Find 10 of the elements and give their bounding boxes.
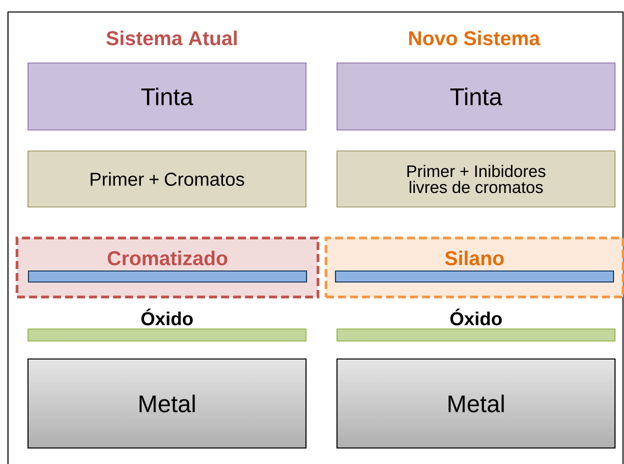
layer-box: Tinta bbox=[28, 62, 306, 130]
metal-box: Metal bbox=[27, 358, 307, 449]
layer-bar bbox=[28, 270, 308, 283]
layer-box: Primer + Inibidores livres de cromatos bbox=[336, 150, 616, 208]
layer-label: Óxido bbox=[141, 308, 193, 326]
metal-box: Metal bbox=[336, 358, 616, 449]
layer-label: Óxido bbox=[450, 308, 502, 326]
layer-bar bbox=[334, 270, 614, 283]
layer-box: Tinta bbox=[336, 62, 616, 130]
layer-box: Primer + Cromatos bbox=[28, 150, 306, 208]
